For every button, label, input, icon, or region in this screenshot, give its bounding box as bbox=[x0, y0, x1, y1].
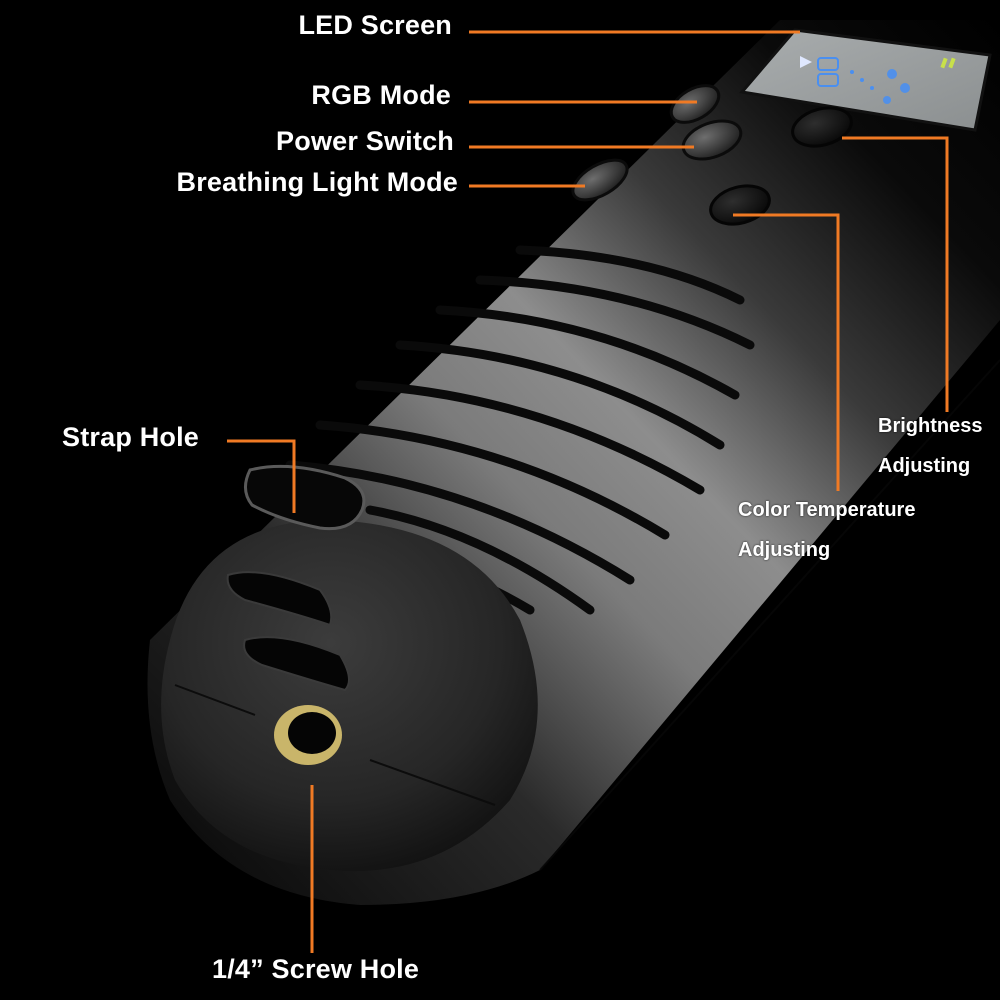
screen-mode-glyph bbox=[817, 57, 839, 71]
label-rgb-mode: RGB Mode bbox=[311, 80, 451, 110]
label-brightness-line1: Brightness bbox=[878, 415, 983, 437]
screen-temperature-glyph bbox=[900, 83, 910, 93]
label-strap-hole: Strap Hole bbox=[62, 422, 200, 452]
vent-slot bbox=[226, 571, 333, 627]
label-color-temperature-line1: Color Temperature bbox=[738, 499, 916, 521]
led-screen bbox=[739, 28, 992, 132]
vent-slot bbox=[243, 636, 350, 692]
label-brightness-adjusting: Brightness Adjusting bbox=[878, 406, 982, 486]
screen-mode-glyph bbox=[817, 73, 839, 87]
screen-indicator bbox=[940, 57, 948, 69]
control-buttons bbox=[567, 78, 855, 226]
brightness-button[interactable] bbox=[788, 102, 855, 152]
label-screw-hole: 1/4” Screw Hole bbox=[212, 954, 420, 984]
label-brightness-line2: Adjusting bbox=[878, 455, 971, 477]
breathing-light-mode-button[interactable] bbox=[567, 152, 634, 208]
label-breathing-light-mode: Breathing Light Mode bbox=[176, 167, 458, 197]
label-power-switch: Power Switch bbox=[276, 126, 454, 156]
label-color-temperature-line2: Adjusting bbox=[738, 539, 831, 561]
power-switch-button[interactable] bbox=[678, 114, 746, 166]
screw-hole bbox=[288, 712, 336, 754]
play-icon bbox=[800, 56, 812, 68]
grip-ribs bbox=[285, 245, 755, 615]
screen-brightness-glyph bbox=[887, 69, 897, 79]
label-led-screen: LED Screen bbox=[298, 10, 452, 40]
label-color-temperature-adjusting: Color Temperature Adjusting bbox=[738, 490, 915, 570]
screen-indicator bbox=[948, 57, 956, 69]
rgb-mode-button[interactable] bbox=[665, 78, 725, 130]
